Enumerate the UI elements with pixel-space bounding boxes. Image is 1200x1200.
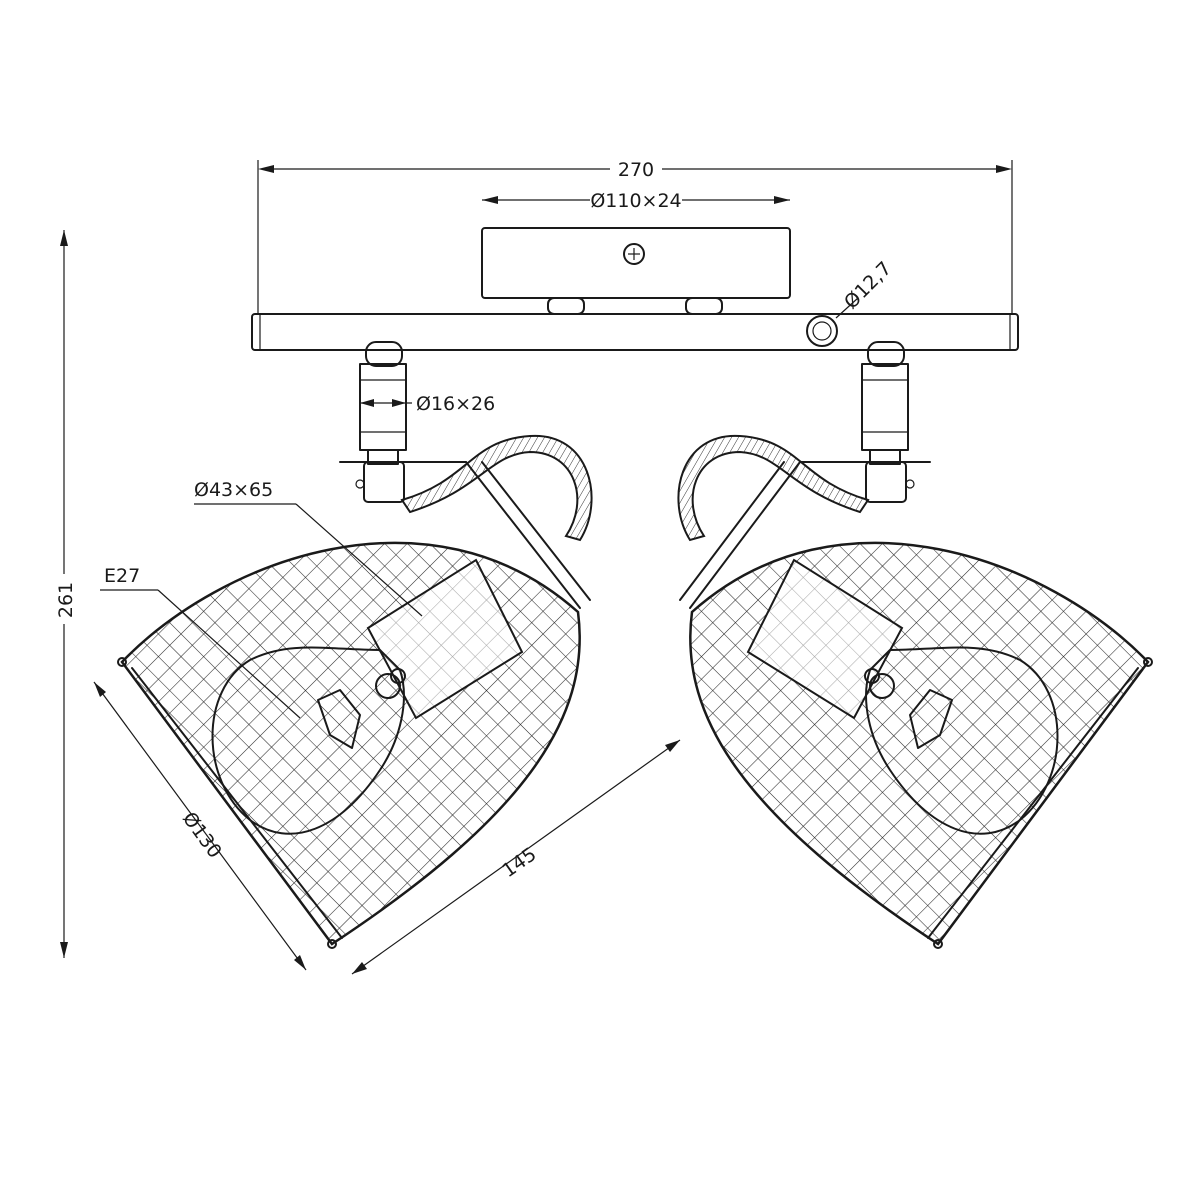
- label-bulb-base: E27: [104, 565, 140, 587]
- left-joint: [339, 341, 467, 503]
- label-total-width: 270: [618, 159, 654, 181]
- left-spotlight: [117, 434, 593, 949]
- right-spotlight: [677, 434, 1153, 949]
- right-joint: [799, 341, 931, 503]
- dimension-total-height: 261: [55, 230, 77, 958]
- dimension-socket: Ø43×65: [194, 479, 423, 617]
- dimension-bulb-base: E27: [100, 565, 301, 719]
- dimension-total-width: 270: [257, 159, 1013, 315]
- label-joint: Ø16×26: [416, 393, 495, 415]
- label-base-plate: Ø110×24: [590, 190, 681, 212]
- dimension-joint: Ø16×26: [360, 393, 495, 415]
- mounting-bar: Ø12,7: [251, 257, 1019, 351]
- label-rod-diameter: Ø12,7: [840, 257, 896, 313]
- label-shade-length: 145: [498, 843, 540, 882]
- ceiling-base: [481, 227, 791, 315]
- label-total-height: 261: [55, 582, 77, 618]
- label-socket: Ø43×65: [194, 479, 273, 501]
- label-shade-diameter: Ø130: [178, 808, 226, 862]
- dimension-base-plate: Ø110×24: [482, 190, 790, 212]
